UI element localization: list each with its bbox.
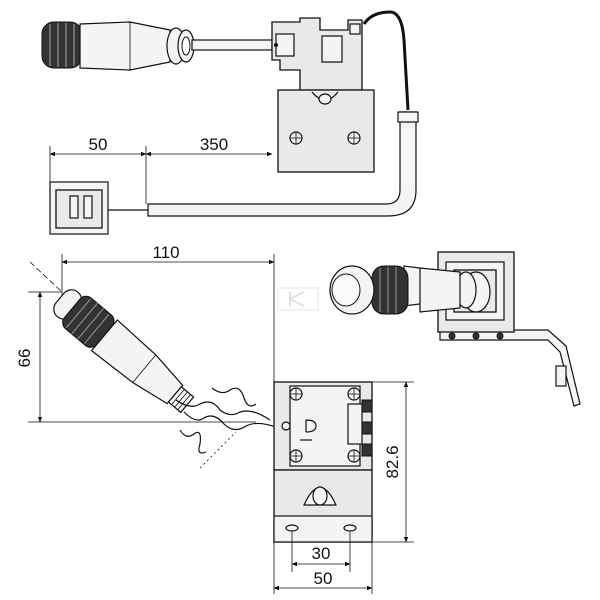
perspective-switch: [329, 251, 581, 407]
dim-50-350: 50 350: [49, 135, 273, 204]
dim-label-height-right: 82.6: [383, 445, 402, 478]
dim-label-cable-right: 350: [200, 135, 228, 154]
angled-connector: [53, 289, 279, 454]
dim-label-base-width: 50: [314, 569, 333, 588]
side-switch-head: [273, 381, 373, 471]
watermark-logo: [277, 287, 319, 311]
top-connector: [41, 21, 195, 71]
dim-110: 110: [61, 243, 275, 384]
dim-82-6: 82.6: [372, 381, 414, 543]
dim-label-height-left: 66: [15, 349, 34, 368]
dim-label-hole-spacing: 30: [312, 544, 331, 563]
dim-label-cable-left: 50: [89, 135, 108, 154]
top-cable: [147, 10, 419, 217]
side-switch-base: [273, 469, 373, 543]
top-rod: [191, 39, 273, 51]
dim-label-width-top: 110: [152, 243, 179, 262]
top-switch-base: [277, 89, 375, 173]
dim-66: 66: [15, 291, 256, 423]
top-plug: [49, 181, 148, 235]
top-switch-head: [271, 17, 363, 91]
dim-30-50: 30 50: [273, 532, 373, 594]
